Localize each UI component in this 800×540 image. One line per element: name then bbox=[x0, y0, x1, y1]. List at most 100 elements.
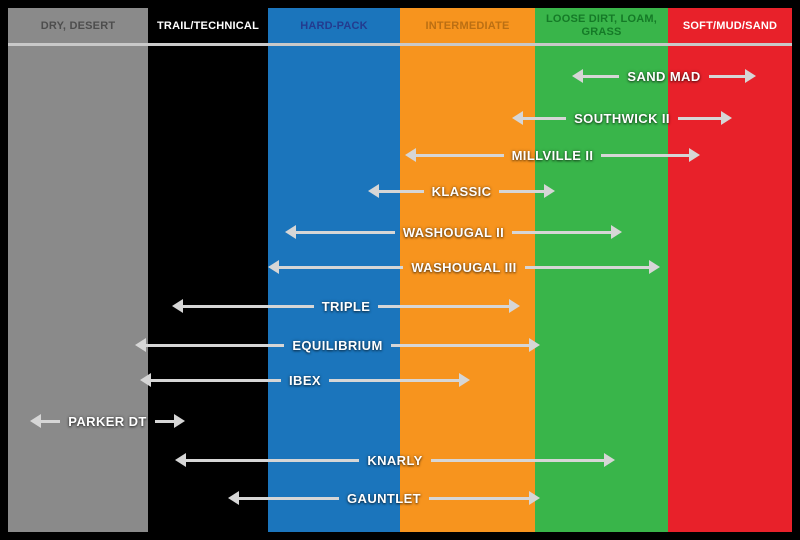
arrow-shaft bbox=[279, 265, 404, 269]
tire-label: IBEX bbox=[289, 372, 321, 388]
right-arrowhead-icon bbox=[529, 338, 540, 352]
tire-terrain-chart: DRY, DESERT TRAIL/TECHNICAL HARD-PACK INTER… bbox=[8, 8, 792, 532]
arrow-shaft bbox=[183, 304, 314, 308]
tire-arrow-row-parker-dt: PARKER DT bbox=[30, 412, 186, 430]
right-arrowhead-icon bbox=[721, 111, 733, 125]
right-arrowhead-icon bbox=[604, 453, 615, 467]
terrain-column-soft-mud-sand: SOFT/MUD/SAND bbox=[668, 8, 792, 532]
left-arrowhead-icon bbox=[268, 260, 279, 274]
tire-label: MILLVILLE II bbox=[511, 147, 594, 163]
right-arrowhead-icon bbox=[649, 260, 661, 274]
right-arrow bbox=[390, 338, 540, 352]
tire-arrow-row-ibex: IBEX bbox=[140, 371, 471, 389]
left-arrowhead-icon bbox=[368, 184, 379, 198]
tire-arrows-layer: SAND MAD SOUTHWICK II MILLVILLE II KLASSIC W… bbox=[8, 8, 792, 532]
right-arrowhead-icon bbox=[459, 373, 471, 387]
tire-label: WASHOUGAL III bbox=[411, 259, 517, 275]
left-arrow bbox=[268, 260, 404, 274]
right-arrow bbox=[708, 69, 757, 83]
arrow-shaft bbox=[601, 153, 689, 157]
terrain-column-trail-technical: TRAIL/TECHNICAL bbox=[148, 8, 268, 532]
right-arrowhead-icon bbox=[509, 299, 520, 313]
arrow-shaft bbox=[499, 189, 545, 193]
arrow-shaft bbox=[430, 458, 604, 462]
left-arrowhead-icon bbox=[140, 373, 151, 387]
arrow-shaft bbox=[378, 304, 509, 308]
column-header-label: SOFT/MUD/SAND bbox=[682, 19, 778, 32]
column-header-label: LOOSE DIRT, LOAM, GRASS bbox=[546, 13, 657, 38]
right-arrow bbox=[601, 148, 700, 162]
right-arrow bbox=[524, 260, 661, 274]
right-arrowhead-icon bbox=[689, 148, 700, 162]
arrow-shaft bbox=[583, 74, 620, 78]
tire-label: GAUNTLET bbox=[347, 490, 421, 506]
tire-arrow-row-millville-ii: MILLVILLE II bbox=[405, 146, 700, 164]
left-arrow bbox=[572, 69, 620, 83]
tire-arrow-row-washougal-ii: WASHOUGAL II bbox=[285, 223, 622, 241]
arrow-shaft bbox=[524, 265, 650, 269]
tire-label: SOUTHWICK II bbox=[574, 110, 670, 126]
tire-label: PARKER DT bbox=[68, 413, 147, 429]
tire-arrow-row-southwick-ii: SOUTHWICK II bbox=[512, 109, 733, 127]
arrow-shaft bbox=[379, 189, 424, 193]
column-header-label: HARD-PACK bbox=[300, 19, 368, 32]
left-arrowhead-icon bbox=[175, 453, 186, 467]
left-arrowhead-icon bbox=[285, 225, 296, 239]
terrain-column-loose-dirt-loam-grass: LOOSE DIRT, LOAM, GRASS bbox=[535, 8, 668, 532]
right-arrowhead-icon bbox=[174, 414, 186, 428]
arrow-shaft bbox=[154, 419, 175, 423]
tire-arrow-row-klassic: KLASSIC bbox=[368, 182, 556, 200]
left-arrow bbox=[512, 111, 567, 125]
right-arrowhead-icon bbox=[745, 69, 757, 83]
arrow-shaft bbox=[429, 496, 530, 500]
arrow-shaft bbox=[186, 458, 360, 462]
left-arrowhead-icon bbox=[405, 148, 416, 162]
left-arrowhead-icon bbox=[228, 491, 239, 505]
tire-label: WASHOUGAL II bbox=[402, 224, 505, 240]
arrow-shaft bbox=[708, 74, 746, 78]
arrow-shaft bbox=[151, 378, 282, 382]
left-arrow bbox=[30, 414, 61, 428]
right-arrow bbox=[677, 111, 733, 125]
left-arrowhead-icon bbox=[512, 111, 523, 125]
left-arrow bbox=[175, 453, 360, 467]
tire-arrow-row-triple: TRIPLE bbox=[172, 297, 520, 315]
right-arrow bbox=[154, 414, 186, 428]
terrain-column-dry-desert: DRY, DESERT bbox=[8, 8, 148, 532]
arrow-shaft bbox=[523, 116, 567, 120]
left-arrow bbox=[368, 184, 424, 198]
arrow-shaft bbox=[416, 153, 504, 157]
arrow-shaft bbox=[239, 496, 340, 500]
tire-arrow-row-sand-mad: SAND MAD bbox=[572, 67, 757, 85]
right-arrow bbox=[429, 491, 541, 505]
left-arrow bbox=[135, 338, 285, 352]
arrow-shaft bbox=[390, 343, 529, 347]
left-arrowhead-icon bbox=[135, 338, 146, 352]
left-arrow bbox=[285, 225, 395, 239]
left-arrow bbox=[228, 491, 340, 505]
arrow-shaft bbox=[677, 116, 722, 120]
right-arrow bbox=[328, 373, 471, 387]
tire-arrow-row-knarly: KNARLY bbox=[175, 451, 615, 469]
tire-label: SAND MAD bbox=[627, 68, 701, 84]
tire-label: KLASSIC bbox=[431, 183, 492, 199]
left-arrowhead-icon bbox=[572, 69, 583, 83]
terrain-column-intermediate: INTERMEDIATE bbox=[400, 8, 535, 532]
left-arrowhead-icon bbox=[172, 299, 183, 313]
right-arrow bbox=[430, 453, 615, 467]
arrow-shaft bbox=[328, 378, 460, 382]
tire-label: TRIPLE bbox=[321, 298, 371, 314]
arrow-shaft bbox=[41, 419, 61, 423]
tire-arrow-row-gauntlet: GAUNTLET bbox=[228, 489, 541, 507]
header-divider bbox=[8, 43, 792, 46]
right-arrowhead-icon bbox=[544, 184, 556, 198]
left-arrow bbox=[140, 373, 282, 387]
left-arrow bbox=[172, 299, 314, 313]
tire-label: EQUILIBRIUM bbox=[292, 337, 383, 353]
right-arrow bbox=[499, 184, 556, 198]
column-header-label: TRAIL/TECHNICAL bbox=[157, 19, 259, 32]
tire-arrow-row-equilibrium: EQUILIBRIUM bbox=[135, 336, 540, 354]
terrain-columns: DRY, DESERT TRAIL/TECHNICAL HARD-PACK INTER… bbox=[8, 8, 792, 532]
right-arrow bbox=[378, 299, 520, 313]
terrain-column-hard-pack: HARD-PACK bbox=[268, 8, 400, 532]
